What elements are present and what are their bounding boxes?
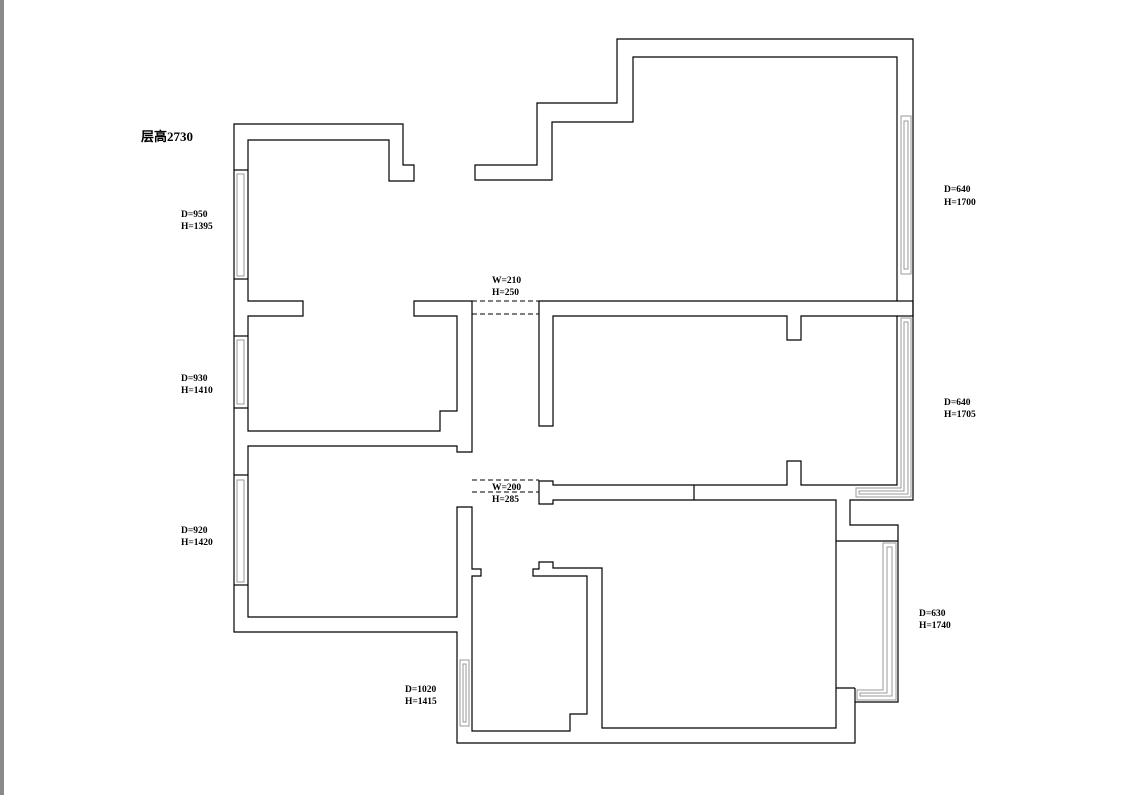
beam-b2-h-label: H=285	[492, 495, 519, 505]
window-w6-d-label: D=630	[919, 609, 946, 619]
window-w6	[856, 542, 897, 701]
window-w5	[855, 317, 912, 498]
window-w6-h-label: H=1740	[919, 621, 951, 631]
window-w7-h-label: H=1415	[405, 697, 437, 707]
window-w3-h-label: H=1420	[181, 538, 213, 548]
window-w5-d-label: D=640	[944, 398, 971, 408]
window-w3	[236, 479, 245, 583]
window-w4-h-label: H=1700	[944, 198, 976, 208]
viewer-edge-bar	[0, 0, 4, 795]
window-w7	[459, 659, 470, 727]
window-w4-d-label: D=640	[944, 185, 971, 195]
beam-b1	[472, 300, 539, 315]
window-w3-d-label: D=920	[181, 526, 208, 536]
beam-b2-w-label: W=200	[492, 483, 521, 493]
window-w5-h-label: H=1705	[944, 410, 976, 420]
window-w1-d-label: D=950	[181, 210, 208, 220]
beam-b2	[472, 479, 539, 493]
window-w7-d-label: D=1020	[405, 685, 437, 695]
window-w2	[236, 339, 245, 405]
window-w2-h-label: H=1410	[181, 386, 213, 396]
window-w1-h-label: H=1395	[181, 222, 213, 232]
beam-b1-h-label: H=250	[492, 288, 519, 298]
beam-b1-w-label: W=210	[492, 276, 521, 286]
window-w1	[236, 173, 245, 277]
window-w4	[900, 115, 912, 275]
floor-height-label: 层高2730	[141, 129, 193, 144]
outer-walls	[233, 38, 914, 744]
window-w2-d-label: D=930	[181, 374, 208, 384]
